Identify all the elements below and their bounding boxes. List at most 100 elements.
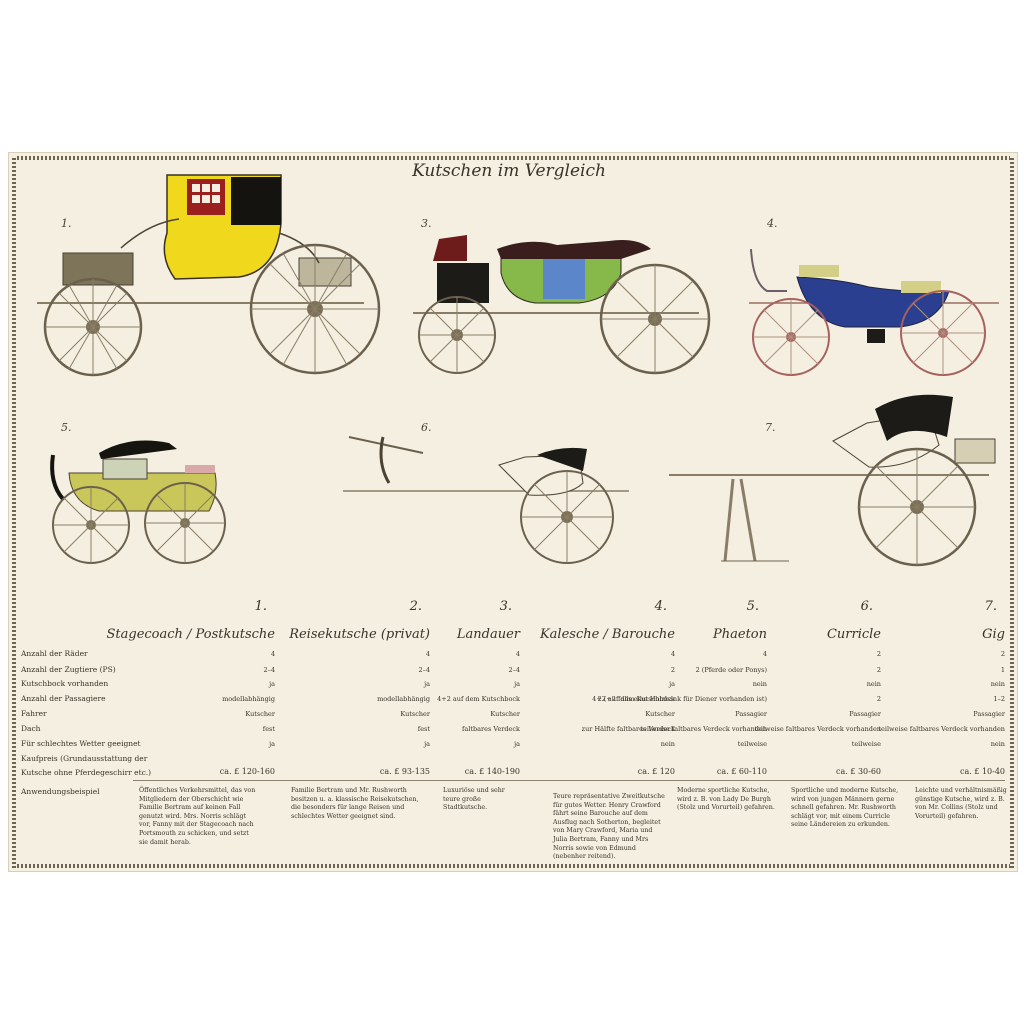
column-number: 7. [984,599,997,614]
table-cell: modellabhängig [377,695,430,703]
column-number: 1. [254,599,267,614]
table-cell: fest [262,725,275,733]
row-label: Anzahl der Zugtiere (PS) [21,665,116,674]
table-cell: ja [424,680,430,688]
table-cell: 2 [1000,650,1005,658]
column-number: 4. [654,599,667,614]
price-rule [133,780,1005,781]
figure-number-7: 7. [765,421,776,434]
landauer-illustration [413,235,711,375]
table-cell: ja [424,740,430,748]
table-cell: 2 [876,666,881,674]
table-cell: teilweise [737,740,767,748]
price-cell: ca. £ 93-135 [379,767,430,776]
price-cell: ca. £ 140-190 [464,767,520,776]
table-cell: 4 [762,650,767,658]
table-cell: modellabhängig [222,695,275,703]
table-cell: ja [514,680,520,688]
price-cell: ca. £ 120 [637,767,675,776]
column-number: 6. [860,599,873,614]
price-cell: ca. £ 60-110 [716,767,767,776]
table-cell: 4 [670,650,675,658]
table-cell: ja [269,680,275,688]
figure-number-6: 6. [421,421,432,434]
row-label-price-cont: Kutsche ohne Pferdegeschirr etc.) [21,768,152,777]
table-cell: teilweise faltbares Verdeck vorhanden [640,725,767,733]
row-label: Fahrer [21,709,47,718]
column-name: Phaeton [713,627,767,642]
table-cell: 4+2 auf dem Kutschbock [437,695,520,703]
column-name: Gig [982,627,1005,642]
column-name: Kalesche / Barouche [539,627,675,642]
row-label: Für schlechtes Wetter geeignet [21,739,141,748]
column-name: Reisekutsche (privat) [289,627,430,642]
table-cell: nein [752,680,767,688]
curricle-illustration [343,436,629,564]
table-cell: 2 [876,650,881,658]
table-cell: Kutscher [400,710,430,718]
column-name: Landauer [456,627,520,642]
column-number: 2. [409,599,422,614]
table-cell: 2 [876,695,881,703]
example-text: Öffentliches Verkehrsmittel, das von Mit… [139,787,256,846]
ornamental-border-bottom [13,864,1013,868]
table-cell: Kutscher [490,710,520,718]
table-cell: teilweise [851,740,881,748]
table-cell: teilweise faltbares Verdeck vorhanden [754,725,881,733]
table-cell: faltbares Verdeck [461,725,520,733]
example-text: Moderne sportliche Kutsche, wird z. B. v… [677,787,775,812]
row-label: Anzahl der Räder [21,649,88,658]
table-cell: 2 (+2 falls eine Holzbank für Diener vor… [597,695,767,703]
price-cell: ca. £ 10-40 [959,767,1005,776]
example-text: Leichte und verhältnismäßig günstige Kut… [915,787,1007,820]
table-cell: nein [990,680,1005,688]
carriage-illustrations [37,174,999,567]
table-cell: ja [669,680,675,688]
table-cell: 4 [515,650,520,658]
row-label-example: Anwendungsbeispiel [21,787,100,796]
ornamental-border-left [12,156,16,868]
table-cell: Passagier [849,710,881,718]
table-cell: Kutscher [645,710,675,718]
table-cell: 2–4 [508,666,520,674]
example-text: Teure repräsentative Zweitkutsche für gu… [553,793,665,861]
figure-number-4: 4. [767,217,778,230]
table-cell: 4 [425,650,430,658]
table-cell: nein [660,740,675,748]
table-cell: ja [269,740,275,748]
example-text: Familie Bertram und Mr. Rushworth besitz… [291,787,419,820]
row-label: Anzahl der Passagiere [21,694,106,703]
table-cell: 4+2 auf dem Kutschbock [592,695,675,703]
table-cell: nein [990,740,1005,748]
table-cell: ja [514,740,520,748]
gig-illustration [669,394,996,567]
phaeton-illustration [50,440,226,564]
kalesche-illustration [749,248,999,376]
table-cell: 1 [1000,666,1005,674]
table-cell: 2 [670,666,675,674]
stagecoach-illustration [37,174,381,377]
table-cell: Passagier [735,710,767,718]
table-cell: teilweise faltbares Verdeck vorhanden [878,725,1005,733]
table-cell: 2–4 [263,666,275,674]
table-cell: nein [866,680,881,688]
column-number: 3. [499,599,512,614]
poster-sheet: Kutschen im Vergleich [8,152,1018,872]
figure-number-1: 1. [61,217,72,230]
row-label: Dach [21,724,41,733]
figure-number-3: 3. [421,217,432,230]
table-cell: fest [417,725,430,733]
price-cell: ca. £ 120-160 [219,767,275,776]
ornamental-border-right [1010,156,1014,868]
table-cell: 1–2 [993,695,1005,703]
figure-number-5: 5. [61,421,72,434]
table-cell: zur Hälfte faltbares Verdeck [581,725,675,733]
table-cell: Passagier [973,710,1005,718]
column-name: Curricle [826,627,881,642]
ornamental-border-top [13,156,1013,160]
price-cell: ca. £ 30-60 [835,767,881,776]
row-label-price: Kaufpreis (Grundausstattung der [21,754,148,763]
table-cell: 2–4 [418,666,430,674]
table-cell: Kutscher [245,710,275,718]
